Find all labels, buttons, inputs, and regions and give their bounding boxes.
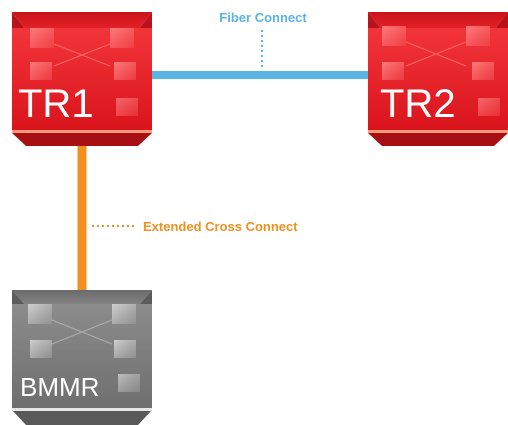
- tr1-switch-icon: [30, 28, 138, 116]
- bmmr-switch-icon: [28, 304, 140, 392]
- bmmr-node[interactable]: BMMR: [12, 290, 152, 425]
- fiber-connect-label: Fiber Connect: [219, 10, 307, 25]
- bmmr-label: BMMR: [20, 372, 99, 402]
- tr2-node[interactable]: TR2: [368, 12, 508, 146]
- tr2-switch-icon: [382, 26, 500, 116]
- tr1-node[interactable]: TR1: [12, 12, 152, 146]
- cross-connect-label: Extended Cross Connect: [143, 219, 298, 234]
- tr2-label: TR2: [380, 82, 456, 126]
- tr1-label: TR1: [18, 82, 94, 126]
